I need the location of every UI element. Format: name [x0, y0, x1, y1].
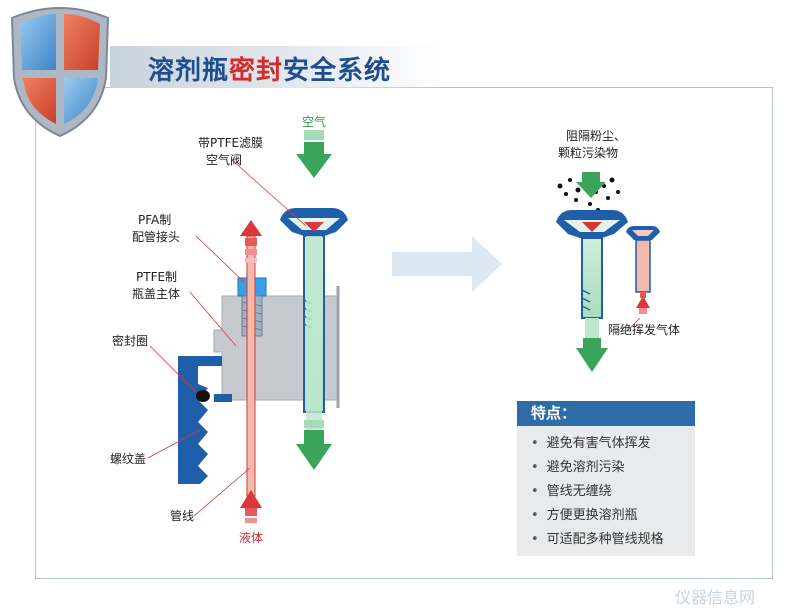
features-list-box: 避免有害气体挥发 避免溶剂污染 管线无缠绕 方便更换溶剂瓶 可适配多种管线规格: [517, 426, 695, 556]
title-bar: [110, 46, 440, 88]
label-ptfe-cap-2: 瓶盖主体: [132, 287, 181, 301]
right-leader-lines: [627, 317, 641, 331]
feature-item: 管线无缠绕: [531, 480, 695, 504]
title-part-1: 溶剂瓶: [148, 56, 230, 86]
features-list: 避免有害气体挥发 避免溶剂污染 管线无缠绕 方便更换溶剂瓶 可适配多种管线规格: [531, 432, 695, 552]
label-ptfe-cap-1: PTFE制: [136, 270, 178, 284]
feature-item: 可适配多种管线规格: [531, 528, 695, 552]
label-block-dust-1: 阻隔粉尘、: [566, 129, 627, 143]
shield-icon: [10, 7, 110, 138]
feature-item: 方便更换溶剂瓶: [531, 504, 695, 528]
label-filter-valve-1: 带PTFE滤膜: [198, 136, 264, 150]
leader-lines: [147, 159, 307, 517]
feature-item: 避免有害气体挥发: [531, 432, 695, 456]
label-filter-valve-2: 空气阀: [206, 153, 243, 167]
label-block-dust-2: 颗粒污染物: [558, 146, 619, 160]
label-isolate-vapor: 隔绝挥发气体: [608, 323, 681, 337]
watermark: 仪器信息网: [675, 588, 756, 607]
label-air-top: 空气: [302, 115, 327, 129]
right-liquid-fitting: [626, 226, 660, 314]
title-part-2: 密封: [229, 56, 284, 86]
right-arrow-icon: [392, 236, 502, 292]
label-pfa-fitting-2: 配管接头: [132, 230, 181, 244]
feature-item: 避免溶剂污染: [531, 456, 695, 480]
label-tube: 管线: [170, 509, 195, 523]
liquid-tube: [240, 220, 262, 523]
title-part-3: 安全系统: [283, 56, 392, 86]
thread-cap: [178, 356, 232, 484]
label-liquid: 液体: [239, 531, 264, 545]
air-valve-assembly: [280, 130, 348, 470]
right-air-valve: [556, 172, 628, 372]
page-title: 溶剂瓶密封安全系统: [148, 50, 391, 87]
label-seal-ring: 密封圈: [112, 334, 149, 348]
label-pfa-fitting-1: PFA制: [138, 213, 172, 227]
seal-ring: [196, 390, 210, 402]
features-title: 特点：: [517, 401, 695, 426]
label-thread-cap: 螺纹盖: [110, 452, 147, 466]
